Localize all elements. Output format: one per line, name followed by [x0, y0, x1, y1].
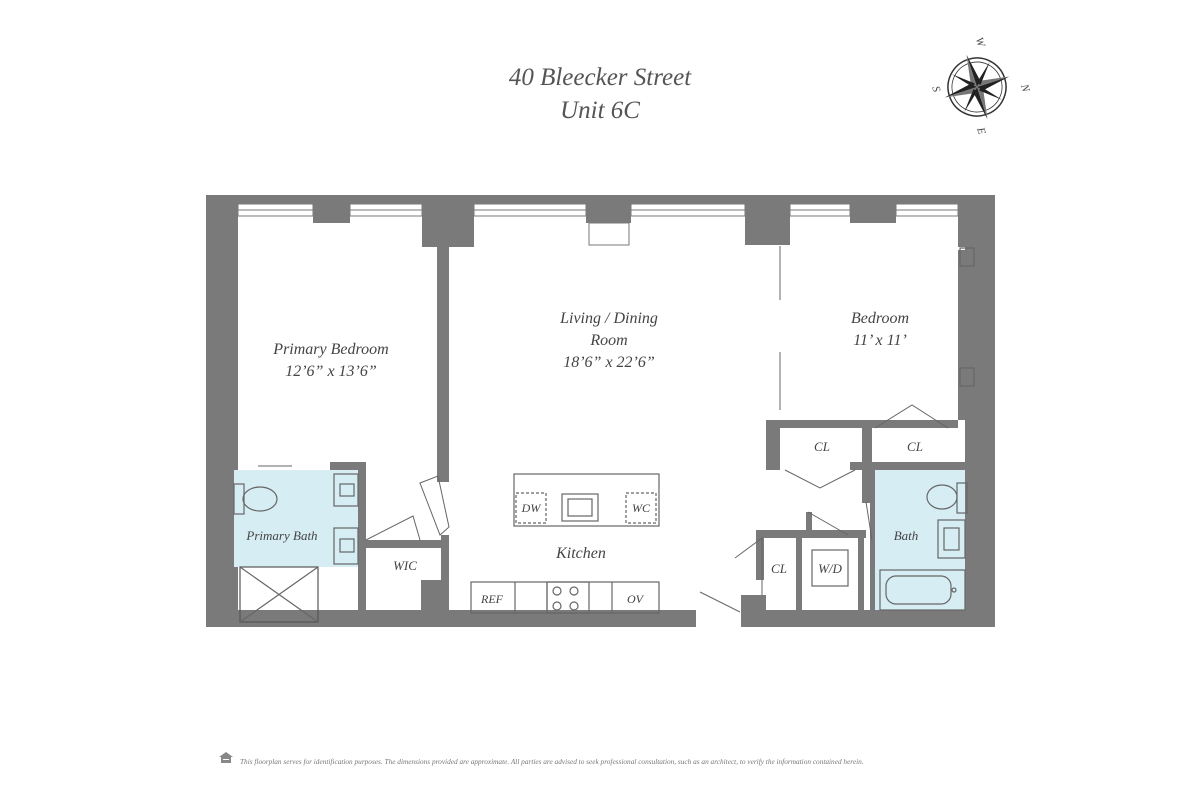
dishwasher-label: DW [521, 501, 542, 515]
washer-dryer-label: W/D [818, 561, 842, 576]
windows [237, 203, 959, 246]
bath-label: Bath [894, 528, 919, 543]
compass-n-label: N [1018, 82, 1032, 94]
wic-label: WIC [393, 558, 417, 573]
compass-s-label: S [929, 85, 942, 94]
primary-bath-label: Primary Bath [245, 528, 317, 543]
bedroom-label: Bedroom [851, 310, 909, 327]
living-dining-label: Living / Dining [559, 310, 658, 327]
bedroom-dims: 11’ x 11’ [853, 332, 907, 349]
bath-fills [234, 470, 965, 610]
plan-address: 40 Bleecker Street [508, 64, 692, 91]
living-room-label: Room [589, 332, 627, 349]
oven-label: OV [627, 592, 645, 606]
compass-e-label: E [974, 125, 988, 136]
closet-label-2: CL [907, 439, 923, 454]
primary-bedroom-label: Primary Bedroom [272, 341, 388, 358]
disclaimer-text: This floorplan serves for identification… [240, 757, 864, 766]
wine-cooler-label: WC [632, 501, 651, 515]
closet-label-3: CL [771, 561, 787, 576]
primary-bedroom-dims: 12’6” x 13’6” [285, 363, 377, 380]
refrigerator-label: REF [480, 592, 504, 606]
plan-unit: Unit 6C [560, 97, 640, 124]
door-swings [258, 246, 949, 613]
kitchen-label: Kitchen [555, 545, 606, 562]
interior-walls [222, 247, 965, 610]
equal-housing-icon [219, 752, 233, 763]
compass-w-label: W [973, 36, 988, 49]
fixtures [233, 247, 975, 623]
compass-rose-icon [944, 54, 1010, 120]
closet-label-1: CL [814, 439, 830, 454]
living-dining-dims: 18’6” x 22’6” [563, 354, 655, 371]
